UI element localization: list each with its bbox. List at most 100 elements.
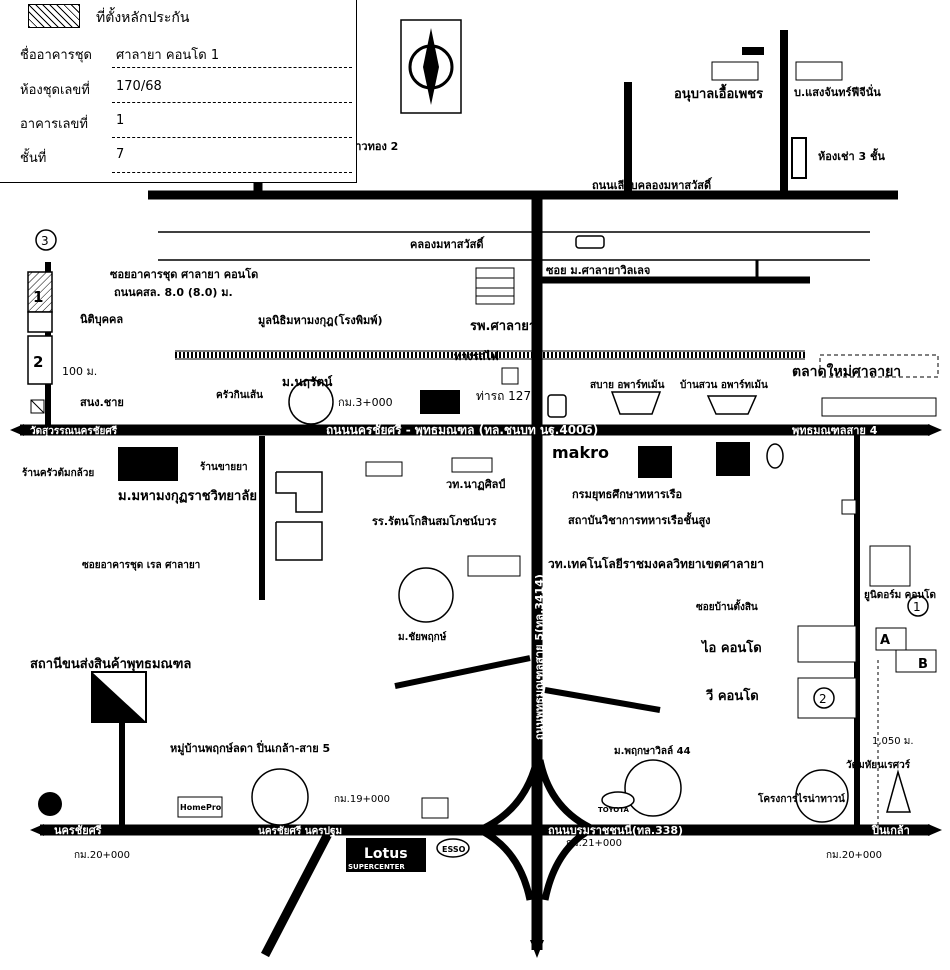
soi-m-salaya-label: ซอย ม.ศาลายาวิลเลจ (546, 264, 650, 277)
km20-right-label: กม.20+000 (826, 850, 882, 861)
makro-icon (638, 446, 672, 478)
nakhon-chaisi-left-label: นครชัยศรี (54, 824, 102, 837)
anuban-label: อนุบาลเอื้อเพชร (674, 83, 763, 102)
ptt-logo (766, 443, 784, 469)
shop-noodle-label: ร้านครัวต้มกล้วย (22, 467, 94, 479)
i-condo-label: ไอ คอนโด (700, 639, 762, 656)
esso-logo (436, 838, 470, 858)
village-circle (251, 768, 309, 826)
building-a-label: A (880, 633, 890, 648)
toyota-icon (601, 791, 635, 809)
baan-suan-label: บ้านสวน อพาร์ทเม้น (680, 379, 768, 391)
vocational-label: วท.นาฏศิลป์ (446, 478, 505, 491)
factory-icon (795, 61, 843, 81)
sabai-icon (610, 391, 662, 415)
building-a (875, 627, 907, 651)
tech-icon (467, 555, 521, 577)
legend-value-2: 1 (116, 113, 125, 128)
main-road-label: ถนนนครชัยศรี - พุทธมณฑล (ทล.ชนบท นฐ.4006… (326, 423, 598, 438)
road-width-label: ถนนคสล. 8.0 (8.0) ม. (114, 286, 233, 299)
lotus-label: Lotus (364, 846, 408, 862)
building-b-label: B (918, 657, 928, 672)
temple-icon (886, 769, 912, 813)
legend-title: ที่ตั้งหลักประกัน (96, 10, 190, 26)
foundation-icon (420, 390, 460, 414)
nakhon-pathom-label: นครชัยศรี นครปฐม (258, 825, 342, 837)
legend-label-2: อาคารเลขที่ (20, 117, 88, 132)
mahamakut-label: ม.มหามงกุฏราชวิทยาลัย (118, 489, 257, 504)
soi-ban-label: ซอยบ้านตั้งสิน (696, 599, 758, 613)
marker-3 (35, 229, 57, 251)
khlong-label: คลองมหาสวัสดิ์ (410, 236, 485, 251)
railway-label: ทางรถไฟ (454, 349, 499, 363)
legend-value-0: ศาลายา คอนโด 1 (116, 48, 220, 63)
navy-school-label: กรมยุทธศึกษาทหารเรือ (572, 488, 682, 502)
legend-value-1: 170/68 (116, 79, 162, 94)
car-icon (575, 235, 605, 249)
marker-2-label: 2 (819, 692, 827, 706)
toyota-label: TOYOTA (598, 806, 629, 814)
wat-circle (288, 379, 334, 425)
soi-real-label: ซอยอาคารชุด เรล ศาลายา (82, 560, 200, 571)
market-icon (819, 354, 939, 378)
chaiyaphruek-circle (398, 567, 454, 623)
navy-inst-label: สถาบันวิชาการทหารเรือชั้นสูง (568, 512, 711, 528)
i-condo-box (797, 625, 857, 663)
road-liap-khlong-label: ถนนเลียบคลองมหาสวัสดิ์ (592, 177, 713, 192)
navy-icon (716, 442, 750, 476)
unidorm-label: ยูนิดอร์ม คอนโด (864, 588, 936, 602)
mahamakut-icon (118, 447, 178, 481)
hospital-icon (475, 267, 515, 305)
apartment-icon (791, 137, 807, 179)
unidorm-icon (869, 545, 911, 587)
project-label: โครงการไรน่าทาวน์ (757, 792, 845, 805)
village-label: หมู่บ้านพฤกษ์ลดา ปิ่นเกล้า-สาย 5 (170, 740, 330, 756)
legend-label-3: ชั้นที่ (20, 151, 47, 166)
esso-label: ESSO (442, 845, 466, 854)
school-icon (365, 461, 403, 477)
lotus-logo (346, 838, 426, 872)
homepro-icon (177, 796, 223, 818)
compass: N (400, 19, 462, 114)
baansuan-icon (706, 395, 758, 415)
wat-right-label: วัดมหัยนเรศวร์ (846, 759, 911, 771)
pinklao-label: ปิ่นเกล้า (871, 822, 910, 837)
building-2-label: 2 (33, 353, 43, 371)
km21-label: กม.21+000 (566, 838, 622, 849)
km3-label: กม.3+000 (338, 396, 393, 409)
wat-label: ม.นฤรัตน์ (282, 375, 333, 389)
marker-1 (907, 595, 929, 617)
marker-2 (813, 687, 835, 709)
legend-label-1: ห้องชุดเลขที่ (20, 83, 90, 98)
wat-suwan-label: วัดสุวรรณนครชัยศรี (30, 425, 118, 437)
dist-100-label: 100 ม. (62, 365, 97, 378)
road-3414-label: ถนนพุทธมณฑลสาย 5(ทล.3414) (533, 574, 547, 740)
building-nitibukkhon (27, 311, 53, 333)
compass-label: N (425, 65, 435, 79)
km20-left-label: กม.20+000 (74, 850, 130, 861)
v-condo-label: วี คอนโด (705, 687, 758, 704)
north-arrow-icon (423, 28, 439, 105)
hospital-label: รพ.ศาลายา (470, 319, 536, 334)
makro-label: makro (552, 443, 609, 462)
tech-college-label: วท.เทคโนโลยีราชมงคลวิทยาเขตศาลายา (548, 556, 764, 571)
bts-icon (547, 394, 567, 418)
station-label: สถานีขนส่งสินค้าพุทธมณฑล (30, 656, 191, 672)
km19-label: กม.19+000 (334, 794, 390, 805)
pruksa-circle (624, 759, 682, 817)
building-b (895, 649, 937, 673)
honda-icon (421, 797, 449, 819)
baan-saengchan-label: บ.แสงจันทร์ฟีจีนั่น (794, 84, 881, 99)
hatch-swatch-icon (28, 4, 80, 28)
seven-eleven-icon-1 (841, 499, 857, 515)
legend-label-0: ชื่ออาคารชุด (20, 48, 92, 63)
shop-drug-label: ร้านขายยา (200, 461, 248, 473)
pier-label: ท่ารถ 127 (476, 389, 531, 403)
project-circle (795, 769, 849, 823)
nitibukkhon-label: นิติบุคคล (80, 313, 123, 327)
marker-1-label: 1 (913, 600, 921, 614)
police-label: สนง.ชาย (80, 396, 124, 409)
foundation-label: มูลนิธิมหามงกุฎ(โรงพิมพ์) (258, 313, 383, 328)
pier-icon (501, 367, 519, 385)
